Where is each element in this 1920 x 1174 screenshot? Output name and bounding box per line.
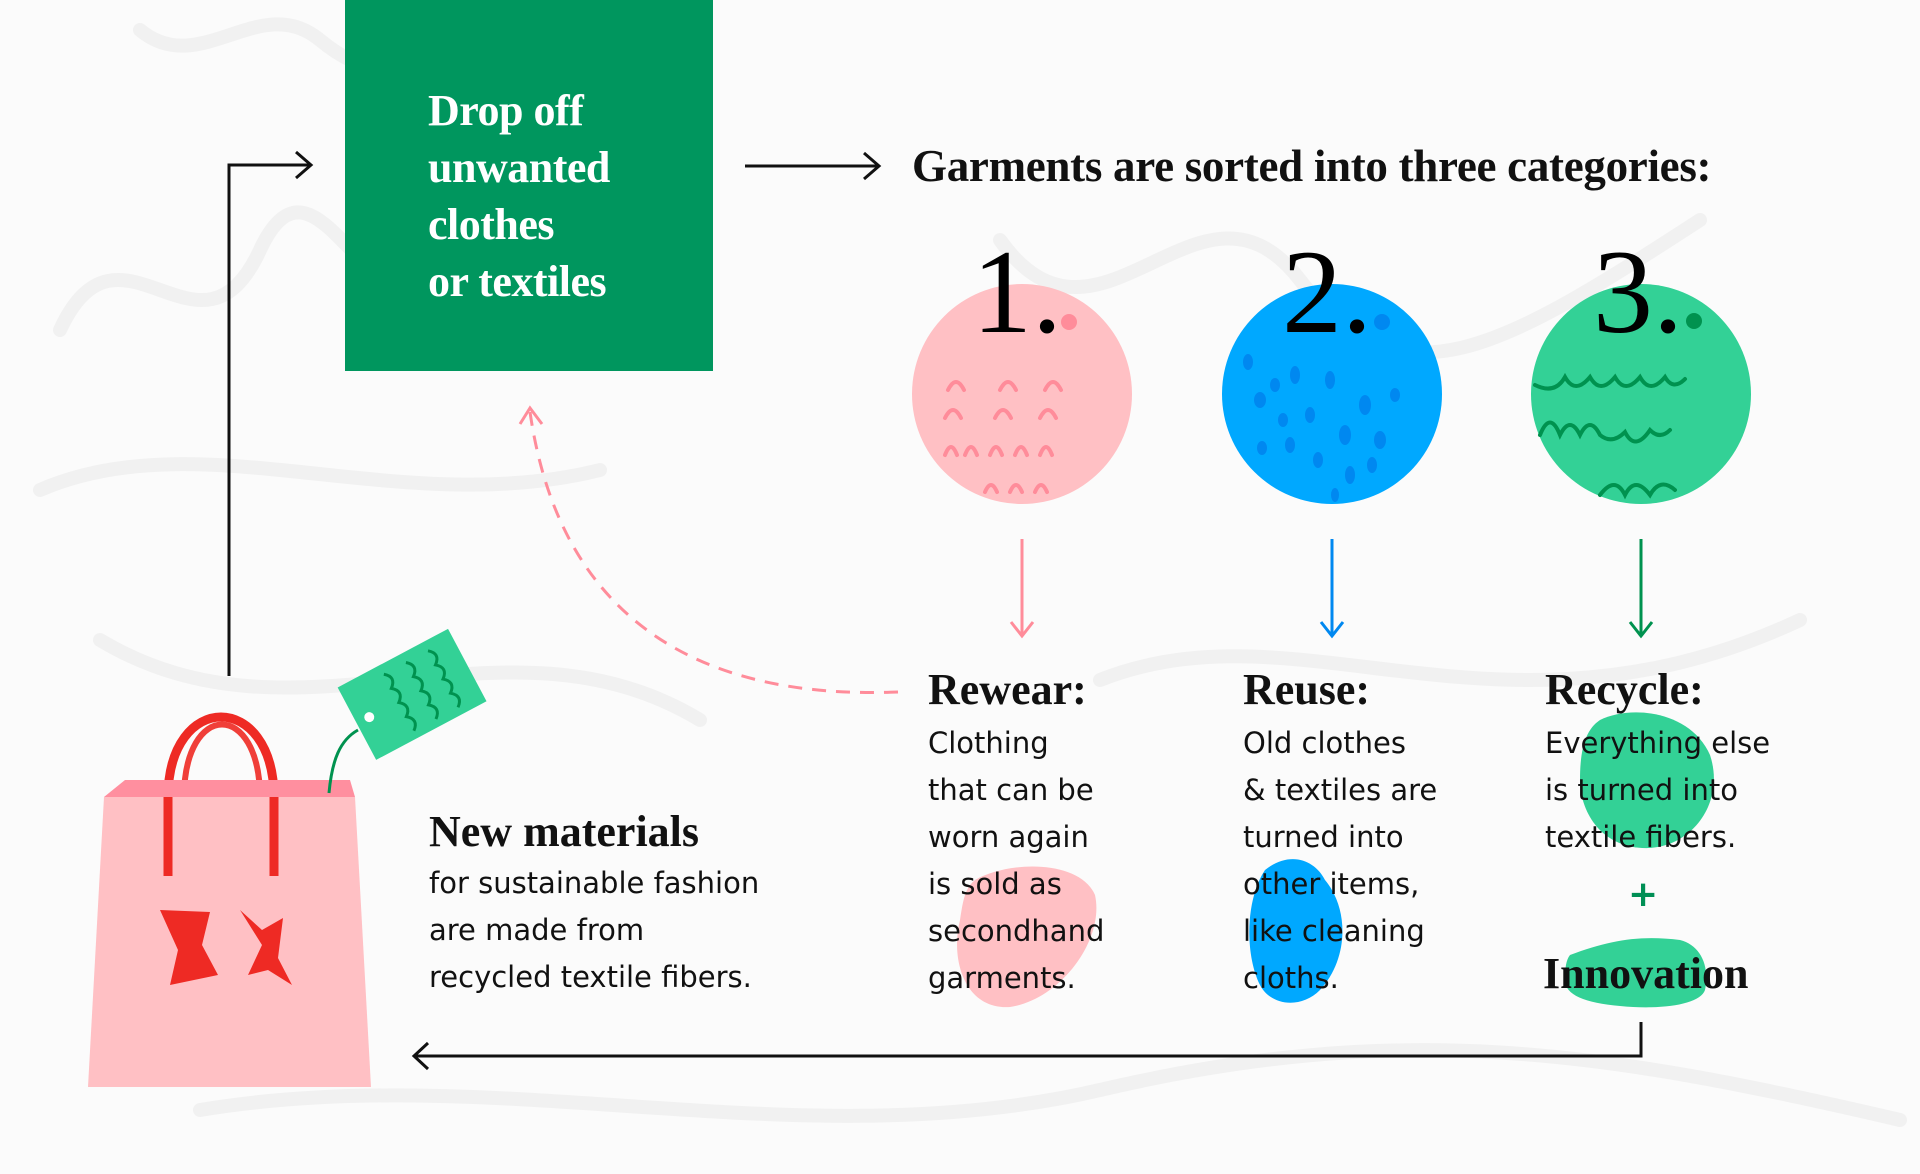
loop-arrow-to-dropoff [227,150,314,676]
category-rewear: Rewear: Clothing that can be worn again … [928,668,1104,1002]
down-arrow-recycle [1628,539,1654,639]
dropoff-line: clothes [428,200,555,249]
categories-headline: Garments are sorted into three categorie… [912,141,1712,191]
body-line: cloths. [1243,961,1339,995]
dropoff-line: unwanted [428,143,610,192]
category-circle-2 [1222,284,1442,504]
new-materials: New materials for sustainable fashion ar… [429,810,759,1001]
body-line: Everything else [1545,726,1771,760]
recycle-highlight-blob [1580,712,1714,849]
reuse-highlight-blob [1249,859,1343,1003]
background-squiggles [33,13,1907,1127]
body-line: Old clothes [1243,726,1406,760]
dropoff-box: Drop off unwanted clothes or textiles [345,0,713,371]
body-line: textile fibers. [1545,820,1737,854]
body-line: like cleaning [1243,914,1425,948]
body-line: is sold as [928,867,1062,901]
category-number-3: 3. [1593,225,1683,358]
body-line: secondhand [928,914,1105,948]
dropoff-text: Drop off unwanted clothes or textiles [428,82,610,310]
body-line: worn again [928,820,1089,854]
body-line: & textiles are [1243,773,1438,807]
category-title: Recycle: [1545,665,1704,714]
body-line: are made from [429,913,645,947]
category-body: Old clothes & textiles are turned into o… [1243,720,1437,1002]
rewear-highlight-blob [957,866,1097,1008]
dropoff-line: Drop off [428,86,584,135]
body-line: recycled textile fibers. [429,960,752,994]
arrow-to-categories [745,151,882,181]
body-line: garments. [928,961,1076,995]
rewear-return-arrow [518,405,899,695]
dropoff-line: or textiles [428,257,607,306]
category-number-2: 2. [1282,225,1372,358]
new-materials-title: New materials [429,807,700,856]
category-body: Everything else is turned into textile f… [1545,720,1770,861]
down-arrow-rewear [1009,539,1035,639]
category-recycle: Recycle: Everything else is turned into … [1545,668,1770,861]
new-materials-body: for sustainable fashion are made from re… [429,860,759,1001]
shopping-bag-icon [88,628,487,1087]
body-line: other items, [1243,867,1420,901]
innovation-highlight-blob [1565,938,1707,1008]
body-line: turned into [1243,820,1404,854]
plus-icon: + [1628,874,1659,915]
innovation-label: Innovation [1543,949,1749,998]
body-line: for sustainable fashion [429,866,760,900]
body-line: that can be [928,773,1094,807]
arrow-innovation-to-new-materials [411,1022,1643,1071]
category-title: Reuse: [1243,665,1371,714]
body-line: Clothing [928,726,1049,760]
category-title: Rewear: [928,665,1087,714]
category-body: Clothing that can be worn again is sold … [928,720,1104,1002]
down-arrow-reuse [1319,539,1345,639]
category-reuse: Reuse: Old clothes & textiles are turned… [1243,668,1437,1002]
category-circle-1 [912,284,1132,504]
category-circle-3 [1531,284,1751,504]
category-number-1: 1. [972,225,1062,358]
body-line: is turned into [1545,773,1738,807]
